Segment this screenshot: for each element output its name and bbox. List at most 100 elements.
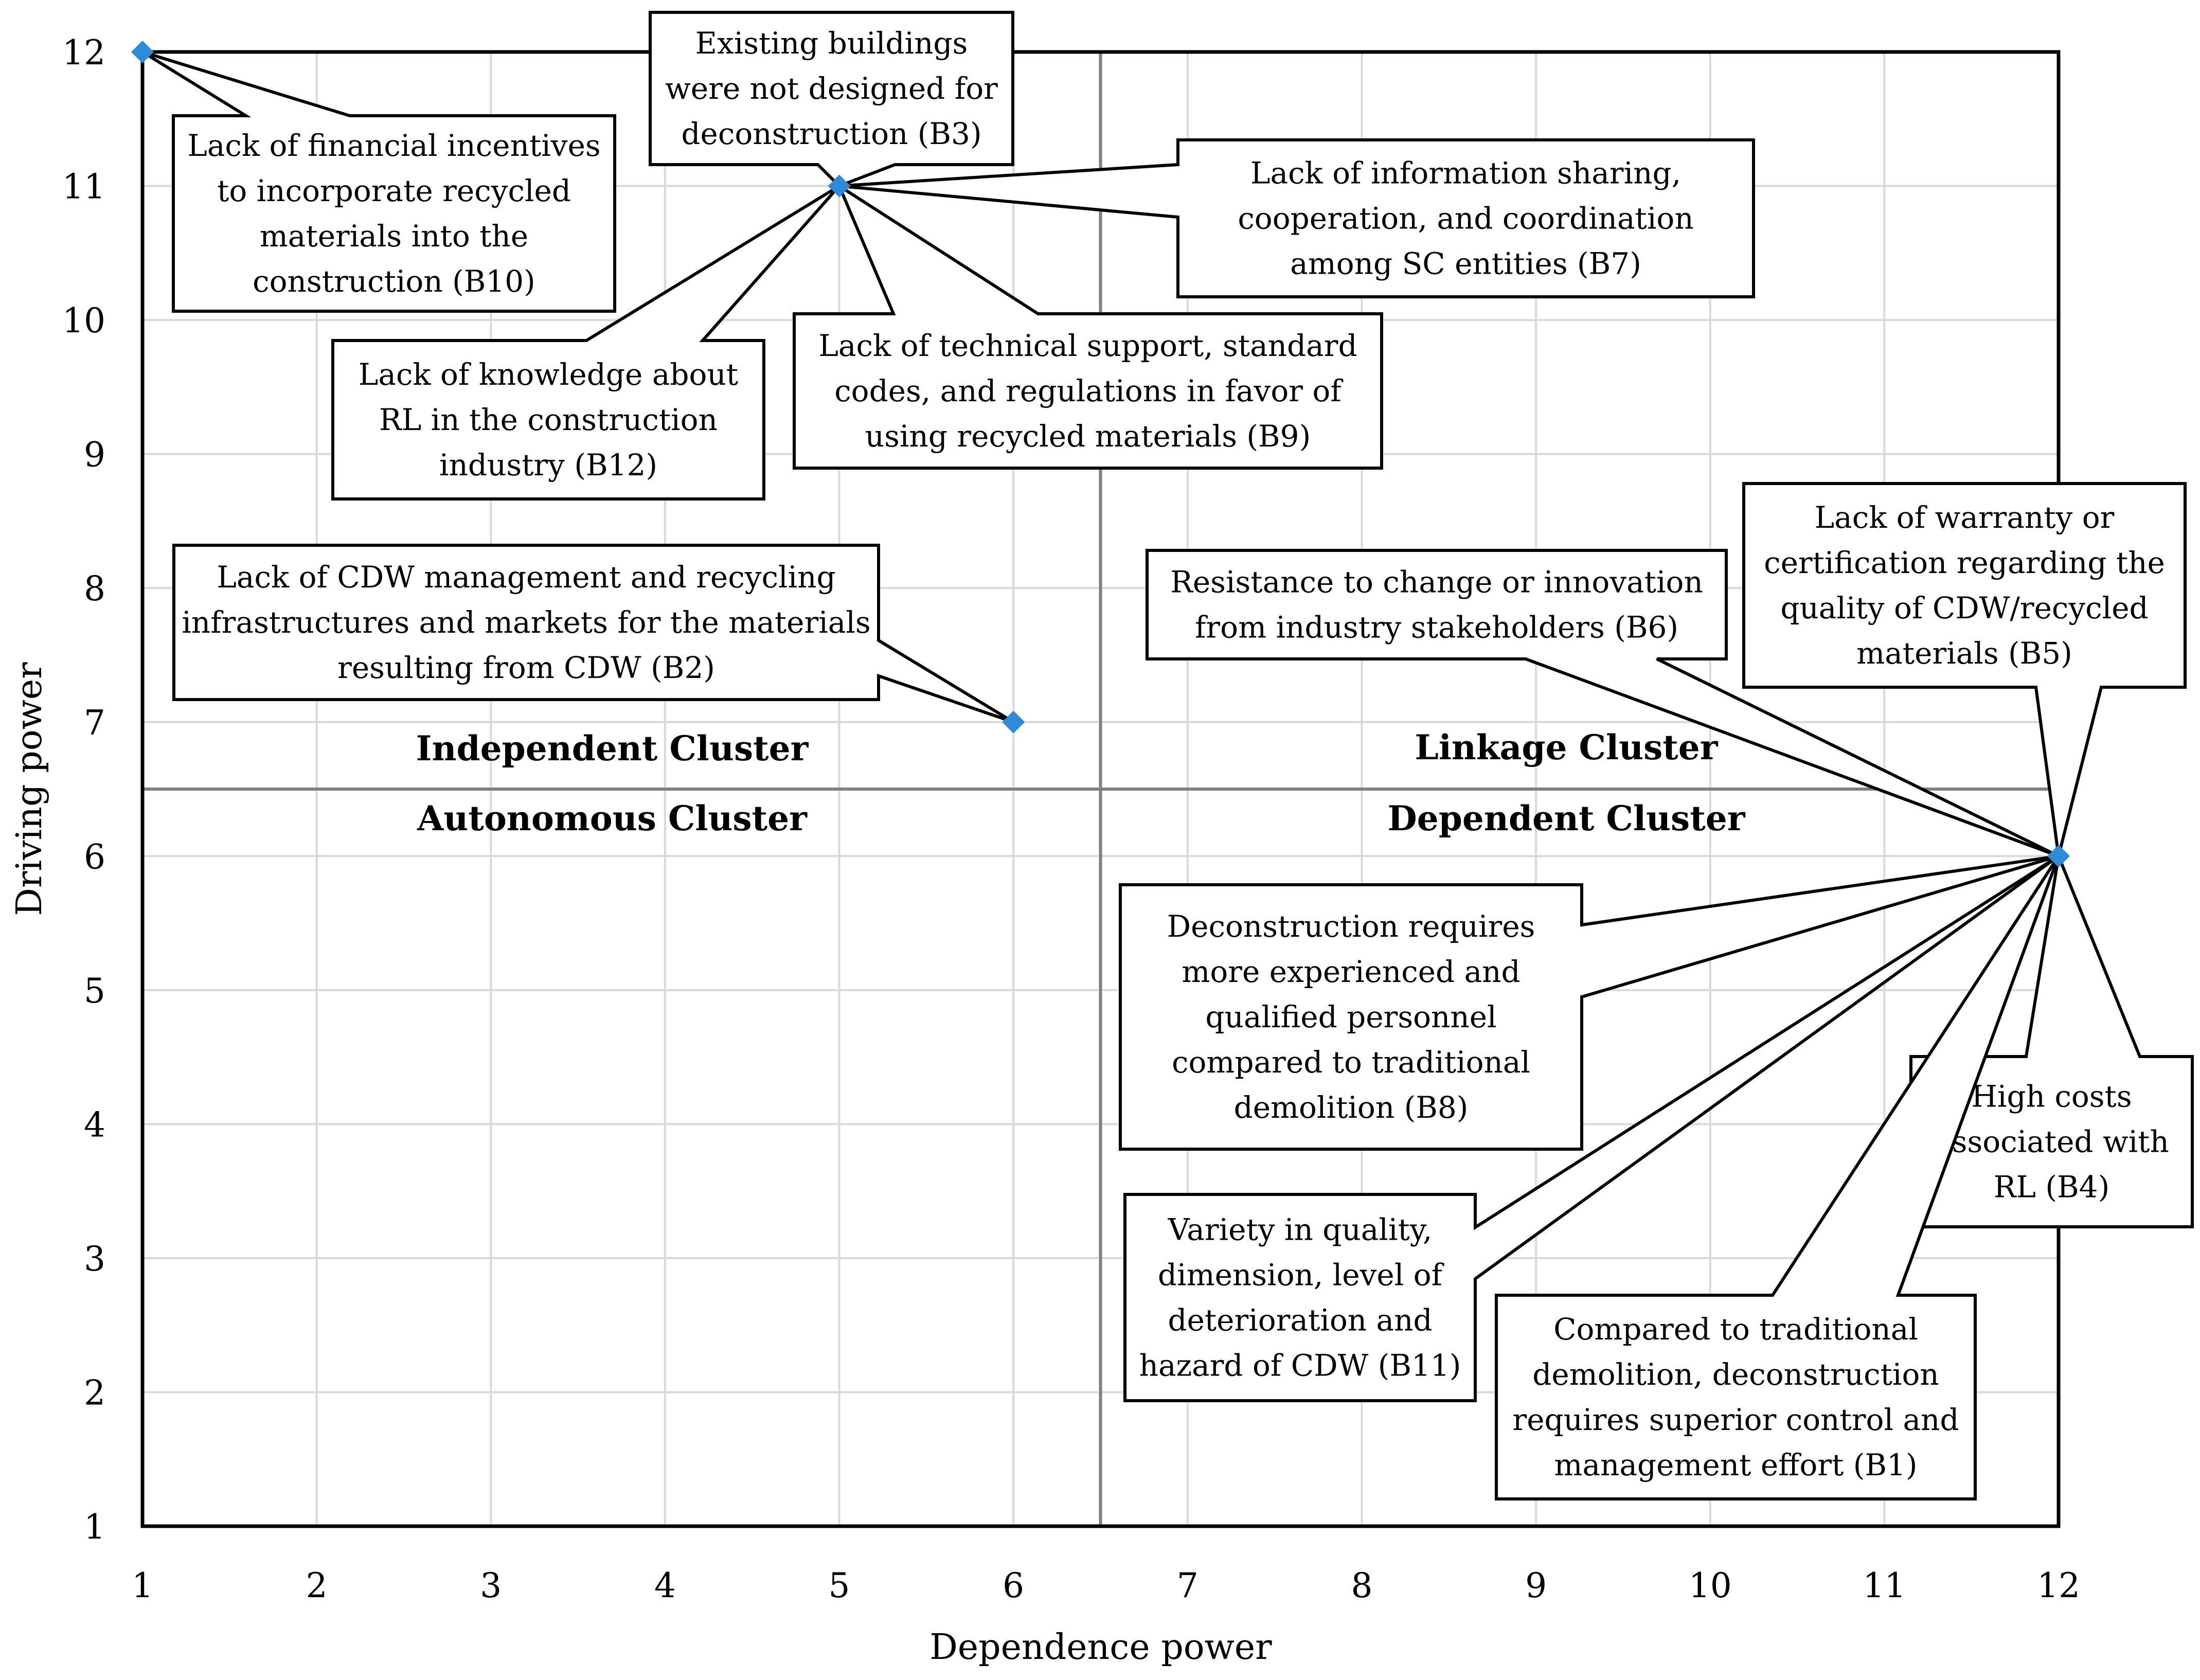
x-tick-label: 6 bbox=[1003, 1566, 1024, 1605]
callout-box bbox=[331, 184, 840, 501]
callout-text-line: High costs bbox=[1971, 1079, 2132, 1114]
y-tick-label: 10 bbox=[62, 301, 105, 341]
callout-box bbox=[1123, 854, 2060, 1402]
callout-text-line: infrastructures and markets for the mate… bbox=[182, 605, 870, 640]
callout-b1: Compared to traditional demolition, decon… bbox=[1495, 855, 2060, 1500]
callouts: Lack of financial incentives to incorpora… bbox=[141, 11, 2194, 1500]
callout-box bbox=[172, 544, 1014, 724]
callout-text-line: materials (B5) bbox=[1856, 636, 2072, 671]
y-tick-label: 12 bbox=[62, 33, 105, 73]
callout-text-line: Deconstruction requires bbox=[1167, 909, 1535, 944]
callout-text-line: construction (B10) bbox=[253, 264, 535, 299]
callout-b3: Existing buildings were not designed for d… bbox=[649, 11, 1014, 188]
x-tick-label: 3 bbox=[480, 1566, 502, 1605]
y-tick-label: 1 bbox=[84, 1507, 105, 1547]
callout-text-line: demolition (B8) bbox=[1234, 1090, 1469, 1125]
x-tick-label: 8 bbox=[1351, 1566, 1372, 1605]
callout-text-line: deconstruction (B3) bbox=[681, 116, 981, 151]
callout-b4: High costs associated with RL (B4) bbox=[1909, 850, 2194, 1228]
x-tick-label: 12 bbox=[2037, 1566, 2080, 1605]
callout-b10: Lack of financial incentives to incorpora… bbox=[141, 50, 616, 313]
callout-box bbox=[1742, 482, 2187, 857]
callout-text-line: were not designed for bbox=[665, 71, 998, 106]
callout-text-line: from industry stakeholders (B6) bbox=[1195, 610, 1678, 645]
callout-text-line: industry (B12) bbox=[439, 448, 657, 482]
callout-text-line: deterioration and bbox=[1168, 1303, 1432, 1338]
callout-text-line: requires superior control and bbox=[1512, 1402, 1959, 1437]
x-tick-label: 4 bbox=[654, 1566, 676, 1605]
quadrant-dividers bbox=[142, 52, 2059, 1526]
y-tick-label: 5 bbox=[84, 971, 105, 1011]
callout-text-line: Resistance to change or innovation bbox=[1170, 565, 1703, 600]
y-tick-label: 2 bbox=[84, 1373, 105, 1413]
x-tick-label: 10 bbox=[1689, 1566, 1732, 1605]
callout-text-line: resulting from CDW (B2) bbox=[337, 650, 715, 685]
x-tick-label: 5 bbox=[829, 1566, 850, 1605]
y-tick-label: 7 bbox=[84, 703, 105, 743]
callout-text-line: cooperation, and coordination bbox=[1238, 201, 1693, 236]
callout-box bbox=[1909, 850, 2194, 1228]
callout-text-line: Lack of knowledge about bbox=[359, 357, 738, 392]
callout-text-line: codes, and regulations in favor of bbox=[834, 373, 1343, 408]
data-points bbox=[131, 41, 2070, 868]
y-tick-label: 11 bbox=[62, 167, 105, 207]
callout-text-line: Compared to traditional bbox=[1553, 1312, 1918, 1347]
callout-b2: Lack of CDW management and recycling infr… bbox=[172, 544, 1014, 724]
callout-text-line: associated with bbox=[1934, 1124, 2169, 1159]
callout-text-line: certification regarding the bbox=[1764, 545, 2165, 580]
callout-b11: Variety in quality,dimension, level ofde… bbox=[1123, 854, 2060, 1402]
y-tick-label: 4 bbox=[84, 1105, 105, 1145]
callout-b9: Lack of technical support, standard codes… bbox=[793, 182, 1383, 470]
x-tick-label: 2 bbox=[306, 1566, 328, 1605]
callout-text-line: Lack of technical support, standard bbox=[818, 328, 1357, 363]
callout-text-line: more experienced and bbox=[1182, 954, 1520, 989]
callout-text-line: Lack of warranty or bbox=[1815, 500, 2115, 535]
callout-text-line: demolition, deconstruction bbox=[1532, 1357, 1939, 1392]
callout-text-line: quality of CDW/recycled bbox=[1780, 591, 2148, 625]
callout-text-line: among SC entities (B7) bbox=[1290, 246, 1641, 281]
callout-text-line: qualified personnel bbox=[1205, 999, 1496, 1034]
callout-text-line: hazard of CDW (B11) bbox=[1139, 1348, 1461, 1383]
cluster-label-linkage: Linkage Cluster bbox=[1415, 727, 1718, 767]
callout-text-line: Lack of CDW management and recycling bbox=[217, 560, 835, 595]
y-tick-label: 6 bbox=[84, 837, 105, 877]
cluster-label-autonomous: Autonomous Cluster bbox=[417, 798, 808, 838]
callout-text-line: dimension, level of bbox=[1158, 1258, 1444, 1293]
cluster-label-dependent: Dependent Cluster bbox=[1388, 798, 1746, 838]
callout-box bbox=[1495, 855, 2060, 1500]
x-tick-label: 1 bbox=[132, 1566, 153, 1605]
callout-text-line: compared to traditional bbox=[1172, 1045, 1530, 1080]
callout-b12: Lack of knowledge about RL in the constru… bbox=[331, 184, 840, 501]
callout-box bbox=[1119, 854, 2059, 1151]
x-tick-label: 7 bbox=[1177, 1566, 1199, 1605]
y-axis-title: Driving power bbox=[9, 662, 50, 916]
callout-text-line: using recycled materials (B9) bbox=[865, 419, 1311, 454]
callout-b8: Deconstruction requires more experienced … bbox=[1119, 854, 2059, 1151]
callout-text-line: Existing buildings bbox=[695, 26, 968, 61]
callout-text-line: materials into the bbox=[260, 219, 528, 254]
y-tick-label: 9 bbox=[84, 435, 105, 475]
callout-text-line: Lack of information sharing, bbox=[1250, 156, 1681, 191]
callout-text-line: RL (B4) bbox=[1994, 1170, 2109, 1205]
callout-text-line: Lack of financial incentives bbox=[187, 128, 600, 163]
callout-b7: Lack of information sharing, cooperation,… bbox=[839, 138, 1755, 298]
callout-b6: Resistance to change or innovation from i… bbox=[1146, 549, 2060, 858]
data-point bbox=[131, 41, 154, 63]
data-point bbox=[828, 174, 851, 198]
x-axis-title: Dependence power bbox=[929, 1627, 1272, 1668]
callout-b5: Lack of warranty or certification regardi… bbox=[1742, 482, 2187, 857]
data-point bbox=[1002, 710, 1025, 734]
data-point bbox=[2047, 845, 2070, 868]
callout-text-line: RL in the construction bbox=[379, 402, 718, 437]
x-tick-label: 9 bbox=[1525, 1566, 1547, 1605]
y-tick-label: 3 bbox=[84, 1239, 105, 1279]
cluster-label-independent: Independent Cluster bbox=[416, 728, 809, 768]
callout-text-line: to incorporate recycled bbox=[217, 173, 571, 208]
callout-box bbox=[793, 182, 1383, 470]
callout-box bbox=[649, 11, 1014, 188]
callout-box bbox=[839, 138, 1755, 298]
callout-box bbox=[1146, 549, 2060, 858]
